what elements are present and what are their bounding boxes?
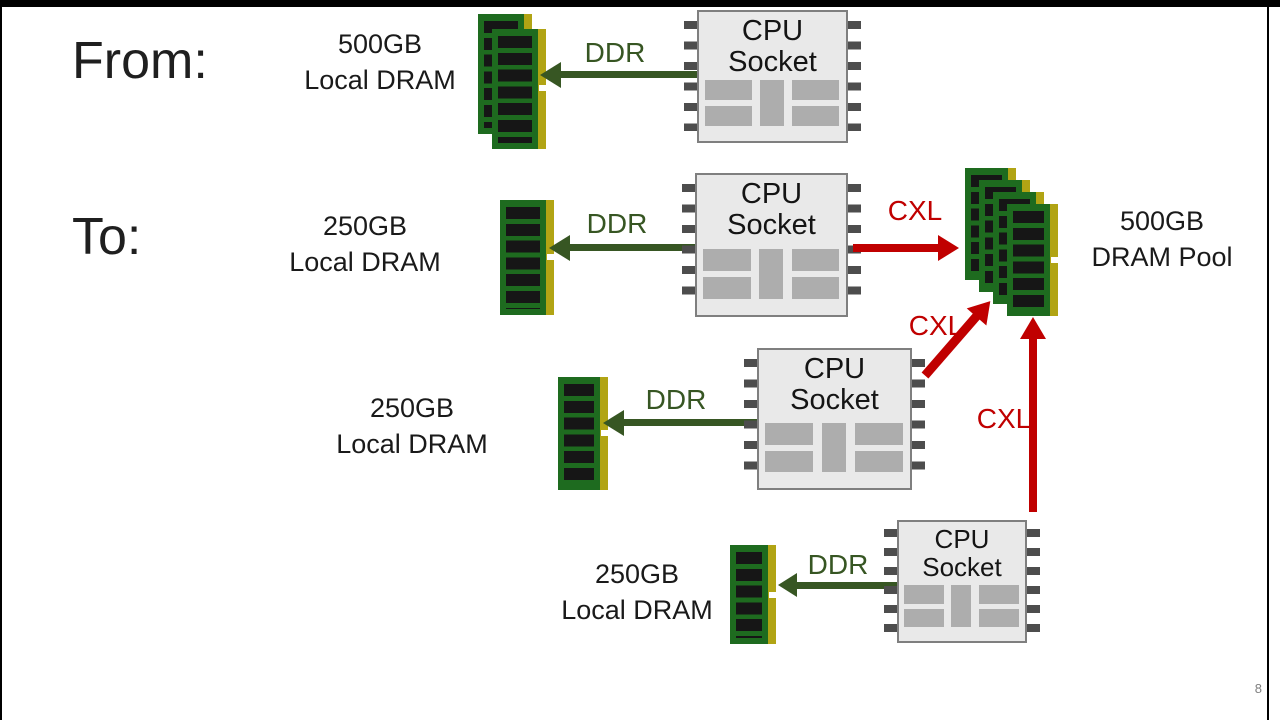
ddr-link-label: DDR <box>807 549 869 580</box>
cxl-arrow-icon <box>1029 339 1037 512</box>
cxl-arrow-head-icon <box>938 235 959 261</box>
dimm-chips <box>564 384 594 484</box>
cpu-socket-label: CPU Socket <box>759 350 910 416</box>
cpu-socket-1: CPU Socket <box>682 173 861 317</box>
page-number: 8 <box>1254 681 1262 696</box>
memory-channel-block <box>979 608 1020 628</box>
memory-channel-block <box>702 277 751 299</box>
memory-channel-block <box>760 80 784 127</box>
memory-channel-block <box>704 80 752 101</box>
cpu-socket-line1: CPU <box>803 353 866 385</box>
memory-channel-block <box>854 450 904 473</box>
memory-channel-block <box>904 608 945 628</box>
dimm-chips <box>736 552 762 638</box>
memory-label-dram3: 250GB Local DRAM <box>551 556 723 628</box>
cxl-link-label: CXL <box>976 403 1032 434</box>
cxl-link-label: CXL <box>887 195 943 226</box>
memory-label-pool: 500GB DRAM Pool <box>1077 203 1247 275</box>
memory-channel-block <box>821 423 846 473</box>
memory-channel-block <box>704 106 752 127</box>
cpu-socket-line2: Socket <box>728 46 817 78</box>
ddr-arrow-icon <box>797 582 897 589</box>
memory-channel-block <box>791 277 840 299</box>
cpu-socket-line1: CPU <box>741 15 804 47</box>
ddr-arrow-icon <box>570 244 695 251</box>
memory-channel-block <box>791 249 840 271</box>
cpu-socket-line1: CPU <box>740 178 803 210</box>
memory-channel-block <box>854 423 904 445</box>
dimm-icon <box>558 377 608 490</box>
memory-channel-block <box>979 585 1020 604</box>
cpu-socket-line2: Socket <box>922 552 1002 582</box>
memory-kind: DRAM Pool <box>1091 242 1233 272</box>
memory-label-dram2: 250GB Local DRAM <box>326 390 498 462</box>
dram-pool-dimm-icon <box>1007 204 1058 316</box>
ddr-link-label: DDR <box>584 37 646 68</box>
memory-channel-block <box>765 423 814 445</box>
dimm-chips <box>1013 211 1044 310</box>
memory-size: 250GB <box>594 559 680 589</box>
memory-channel-block <box>765 450 814 473</box>
to-label: To: <box>72 208 142 266</box>
cxl-arrow-icon <box>853 244 938 252</box>
cpu-socket-line1: CPU <box>934 524 990 554</box>
ddr-arrow-icon <box>561 71 697 78</box>
cpu-socket-from: CPU Socket <box>684 10 861 143</box>
cpu-socket-2: CPU Socket <box>744 348 925 490</box>
memory-label-from: 500GB Local DRAM <box>295 26 465 98</box>
memory-label-dram1: 250GB Local DRAM <box>280 208 450 280</box>
ddr-link-label: DDR <box>645 384 707 415</box>
cpu-socket-label: CPU Socket <box>899 522 1025 581</box>
left-frame-line <box>0 0 2 720</box>
ddr-link-label: DDR <box>586 208 648 239</box>
ddr-arrow-head-icon <box>540 62 561 88</box>
memory-channel-block <box>904 585 945 604</box>
memory-channel-block <box>951 585 972 628</box>
ddr-arrow-head-icon <box>603 410 624 436</box>
cpu-socket-3: CPU Socket <box>884 520 1040 643</box>
memory-kind: Local DRAM <box>561 595 713 625</box>
ddr-arrow-icon <box>624 419 757 426</box>
dimm-chips <box>498 36 532 143</box>
dimm-icon <box>500 200 554 315</box>
memory-kind: Local DRAM <box>289 247 441 277</box>
memory-size: 500GB <box>337 29 423 59</box>
dimm-icon <box>492 29 546 149</box>
memory-channel-block <box>702 249 751 271</box>
cpu-socket-line2: Socket <box>790 384 879 416</box>
cxl-arrow-head-icon <box>1020 317 1046 339</box>
cpu-socket-label: CPU Socket <box>697 175 846 241</box>
dimm-icon <box>730 545 776 644</box>
right-frame-line <box>1267 0 1269 720</box>
cpu-socket-label: CPU Socket <box>699 12 846 78</box>
memory-channel-block <box>792 106 840 127</box>
ddr-arrow-head-icon <box>778 573 797 597</box>
memory-size: 250GB <box>322 211 408 241</box>
cpu-socket-line2: Socket <box>727 209 816 241</box>
dimm-chips <box>506 207 540 309</box>
memory-kind: Local DRAM <box>336 429 488 459</box>
memory-kind: Local DRAM <box>304 65 456 95</box>
top-letterbox-bar <box>0 0 1280 7</box>
from-label: From: <box>72 32 208 90</box>
ddr-arrow-head-icon <box>549 235 570 261</box>
memory-size: 500GB <box>1119 206 1205 236</box>
memory-channel-block <box>792 80 840 101</box>
memory-size: 250GB <box>369 393 455 423</box>
memory-channel-block <box>758 249 783 299</box>
